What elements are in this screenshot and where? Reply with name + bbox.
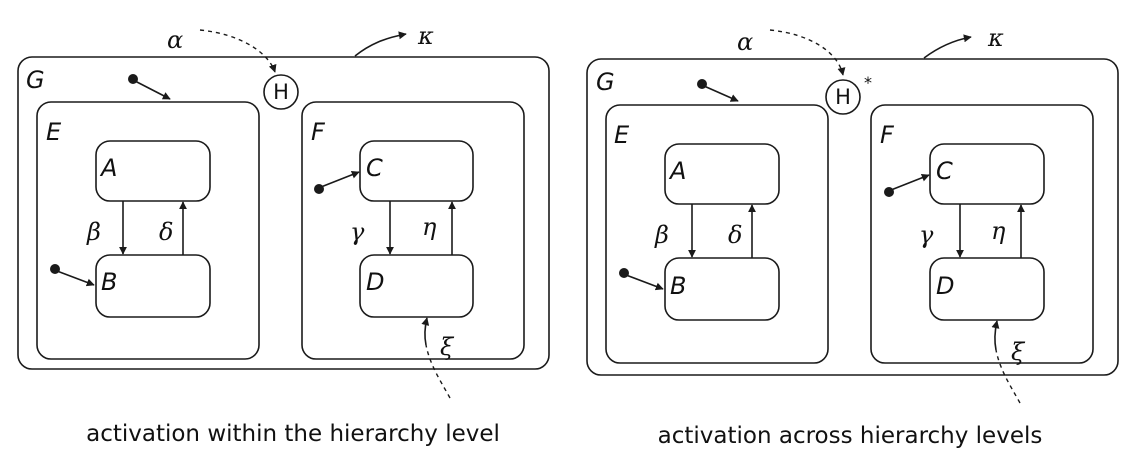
caption-right: activation across hierarchy levels xyxy=(658,423,1043,449)
state-f-label: F xyxy=(311,118,326,146)
state-f-box xyxy=(301,101,525,360)
state-d-box xyxy=(929,257,1045,321)
state-c-label: C xyxy=(936,157,953,185)
history-state xyxy=(263,74,299,110)
state-g-box xyxy=(586,58,1119,376)
history-label: H xyxy=(273,80,289,104)
state-g-box xyxy=(17,56,550,370)
state-e-box xyxy=(605,104,829,364)
state-g-label: G xyxy=(26,66,45,94)
alpha-transition xyxy=(769,29,846,76)
state-e-label: E xyxy=(46,118,62,146)
history-label: H xyxy=(835,85,851,109)
initial-transition-b xyxy=(56,270,95,287)
state-d-box xyxy=(359,254,474,318)
alpha-label: α xyxy=(167,26,183,54)
panel-right: G α κ H * E A B β δ F C D γ xyxy=(586,24,1119,449)
initial-transition-b xyxy=(625,274,664,291)
initial-transition-c xyxy=(890,173,930,191)
state-a-label: A xyxy=(99,154,117,182)
alpha-transition xyxy=(199,29,277,73)
eta-label: η xyxy=(422,213,437,241)
state-b-box xyxy=(664,257,780,321)
history-state xyxy=(825,79,861,115)
alpha-label: α xyxy=(737,28,753,56)
initial-transition-e xyxy=(134,80,171,100)
state-c-label: C xyxy=(366,154,383,182)
kappa-label: κ xyxy=(987,24,1004,52)
state-c-box xyxy=(929,143,1045,205)
gamma-label: γ xyxy=(919,221,934,249)
initial-dot-b xyxy=(50,264,60,274)
gamma-label: γ xyxy=(350,218,365,246)
xi-transition xyxy=(421,317,430,346)
state-f-label: F xyxy=(880,121,895,149)
kappa-transition xyxy=(923,34,972,59)
initial-transition-c xyxy=(320,170,360,188)
state-b-label: B xyxy=(670,272,686,300)
state-c-box xyxy=(359,140,474,202)
kappa-transition xyxy=(354,31,407,57)
state-a-box xyxy=(664,143,780,205)
state-d-label: D xyxy=(366,268,384,296)
state-b-label: B xyxy=(101,268,117,296)
initial-dot-b xyxy=(619,268,629,278)
state-a-label: A xyxy=(668,157,686,185)
beta-label: β xyxy=(654,221,669,249)
history-deep-marker: * xyxy=(864,73,872,92)
delta-label: δ xyxy=(728,221,742,249)
xi-transition xyxy=(991,320,1000,351)
state-a-box xyxy=(95,140,211,202)
state-f-box xyxy=(870,104,1094,364)
delta-label: δ xyxy=(159,218,173,246)
state-g-label: G xyxy=(596,68,615,96)
initial-dot-c xyxy=(884,187,894,197)
initial-transition-e xyxy=(703,85,739,102)
panel-left: G α κ H E A B β δ F C D xyxy=(17,22,550,447)
state-e-label: E xyxy=(614,121,630,149)
xi-label: ξ xyxy=(440,333,455,361)
xi-label: ξ xyxy=(1011,338,1026,366)
beta-label: β xyxy=(86,218,101,246)
state-d-label: D xyxy=(936,272,954,300)
initial-dot-c xyxy=(314,184,324,194)
eta-label: η xyxy=(991,217,1006,245)
state-e-box xyxy=(36,101,260,360)
kappa-label: κ xyxy=(417,22,434,50)
state-b-box xyxy=(95,254,211,318)
caption-left: activation within the hierarchy level xyxy=(86,421,500,447)
